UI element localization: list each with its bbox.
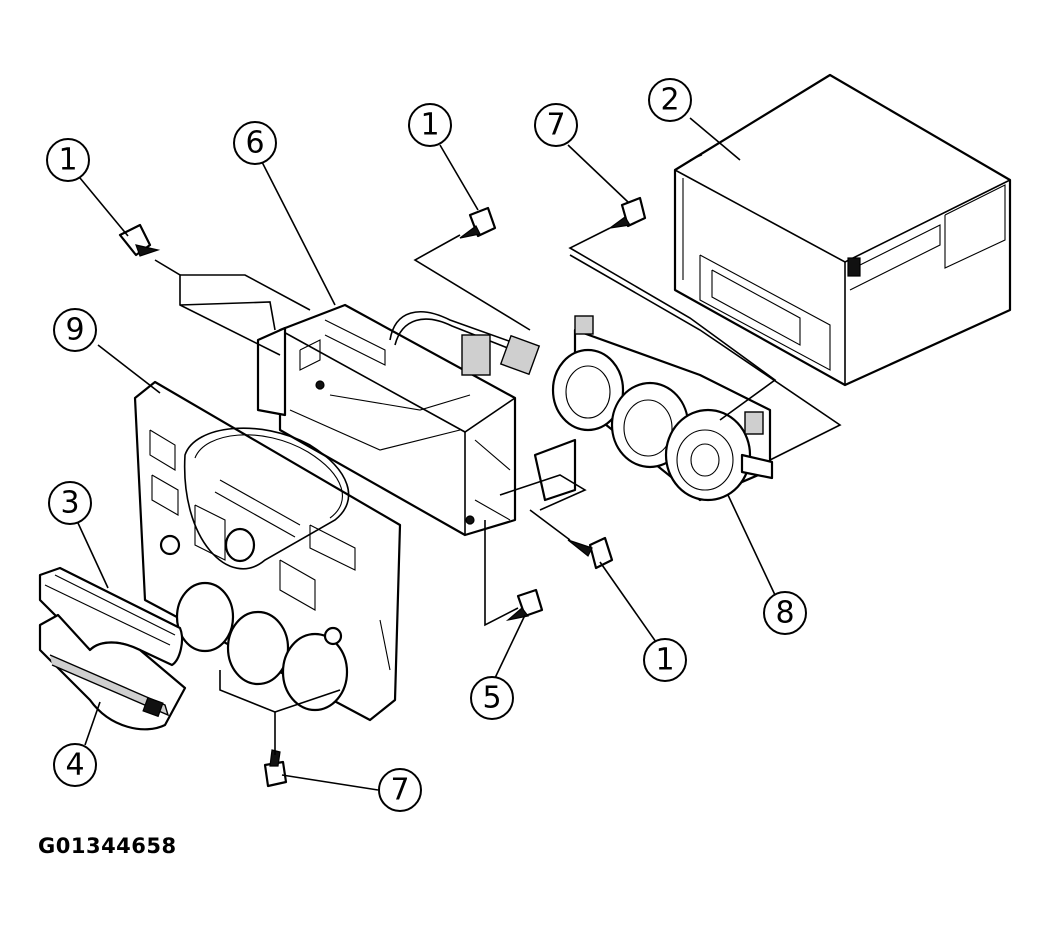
callout-6-label: 6 bbox=[245, 126, 264, 161]
callout-2-label: 2 bbox=[660, 83, 679, 118]
callout-5: 5 bbox=[470, 676, 514, 720]
callout-1a: 1 bbox=[46, 138, 90, 182]
callout-9-label: 9 bbox=[65, 313, 84, 348]
callout-1b: 1 bbox=[408, 103, 452, 147]
callout-7b-label: 7 bbox=[390, 773, 409, 808]
front-panel-part bbox=[133, 380, 402, 722]
callout-1b-label: 1 bbox=[420, 108, 439, 143]
callout-7a-label: 7 bbox=[546, 108, 565, 143]
callout-1c-label: 1 bbox=[655, 643, 674, 678]
callout-1a-label: 1 bbox=[58, 143, 77, 178]
callout-5-label: 5 bbox=[482, 681, 501, 716]
clip-5 bbox=[505, 588, 544, 622]
audio-unit-part bbox=[673, 73, 1012, 387]
clip-7b bbox=[263, 749, 288, 788]
climate-control-part bbox=[551, 315, 774, 502]
callout-2: 2 bbox=[648, 78, 692, 122]
clip-7a bbox=[609, 196, 647, 229]
leader-lines bbox=[77, 117, 776, 791]
clip-1c bbox=[567, 536, 614, 570]
callout-7b: 7 bbox=[378, 768, 422, 812]
lower-trim-part bbox=[38, 613, 187, 731]
callout-1c: 1 bbox=[643, 638, 687, 682]
diagram-code: G01344658 bbox=[38, 834, 177, 858]
callout-4: 4 bbox=[53, 743, 97, 787]
callout-7a: 7 bbox=[534, 103, 578, 147]
callout-8-label: 8 bbox=[775, 596, 794, 631]
mounting-bracket-part bbox=[256, 303, 577, 537]
assembly-lines bbox=[154, 227, 842, 755]
callout-8: 8 bbox=[763, 591, 807, 635]
clip-1a bbox=[118, 223, 161, 257]
callout-3-label: 3 bbox=[60, 486, 79, 521]
clip-1b bbox=[459, 206, 497, 239]
callout-3: 3 bbox=[48, 481, 92, 525]
callout-4-label: 4 bbox=[65, 748, 84, 783]
callout-9: 9 bbox=[53, 308, 97, 352]
callout-6: 6 bbox=[233, 121, 277, 165]
